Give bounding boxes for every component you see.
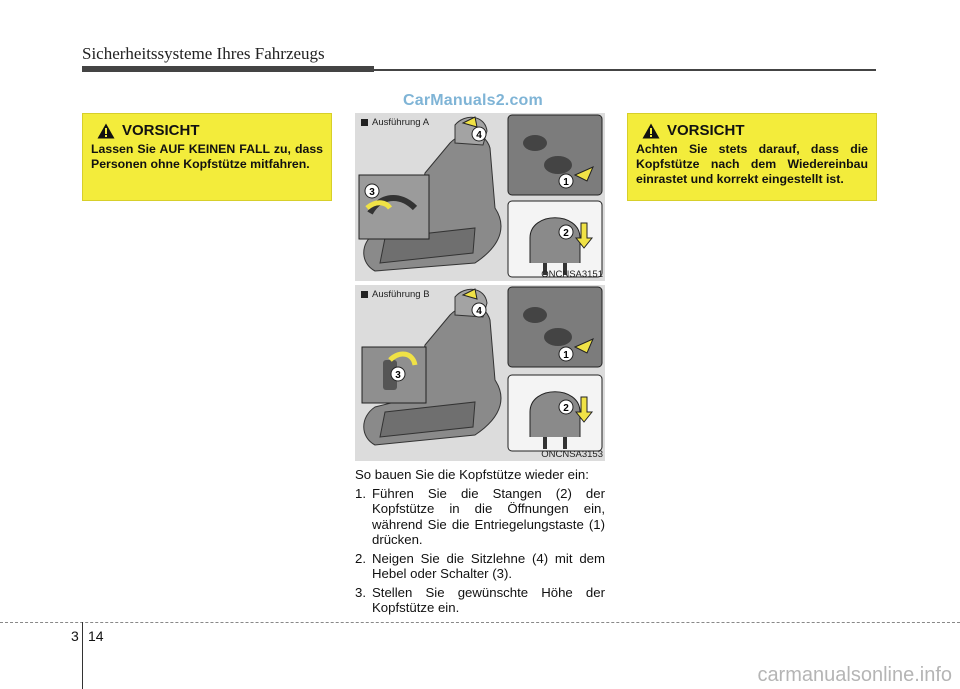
callout-2: 2 [563, 403, 569, 414]
callout-1: 1 [563, 350, 569, 361]
seat-illustration-b: 4 3 1 2 [361, 286, 603, 452]
callout-3: 3 [369, 187, 375, 198]
figure-code: ONCNSA3151 [541, 269, 603, 280]
caution-text: Lassen Sie AUF KEINEN FALL zu, dass Pers… [91, 142, 323, 171]
caution-title: VORSICHT [667, 122, 745, 139]
callout-4: 4 [476, 130, 482, 141]
seat-illustration-a: 4 3 1 2 [358, 114, 603, 278]
figure-label: Ausführung A [361, 117, 429, 128]
callout-2: 2 [563, 228, 569, 239]
page-number: 14 [88, 628, 104, 644]
figure-variant-a: 4 3 1 2 Ausführung A ONCNSA3151 [355, 113, 605, 281]
caution-text: Achten Sie stets darauf, dass die Kopfst… [636, 142, 868, 186]
warning-icon [642, 123, 660, 138]
header-rule-thick [82, 66, 374, 72]
chapter-number: 3 [71, 628, 79, 644]
callout-4: 4 [476, 306, 482, 317]
caution-box-right: VORSICHT Achten Sie stets darauf, dass d… [627, 113, 877, 201]
footer-rule [0, 622, 960, 623]
site-watermark: carmanualsonline.info [757, 664, 952, 686]
page-header-title: Sicherheitssysteme Ihres Fahrzeugs [82, 44, 325, 63]
step-item: 2.Neigen Sie die Sitzlehne (4) mit dem H… [355, 550, 605, 582]
callout-1: 1 [563, 177, 569, 188]
figure-variant-b: 4 3 1 2 Ausführung B ONCNSA3153 [355, 285, 605, 461]
figure-label: Ausführung B [361, 289, 430, 300]
instructions-steps: 1.Führen Sie die Stangen (2) der Kopfstü… [355, 486, 605, 616]
watermark: CarManuals2.com [403, 92, 543, 109]
instructions-intro: So bauen Sie die Kopfstütze wieder ein: [355, 467, 589, 482]
footer-divider [82, 622, 83, 689]
header-rule-thin [374, 69, 876, 71]
instructions: So bauen Sie die Kopfstütze wieder ein: … [355, 467, 605, 619]
step-item: 1.Führen Sie die Stangen (2) der Kopfstü… [355, 485, 605, 548]
warning-icon [97, 123, 115, 138]
callout-3: 3 [395, 370, 401, 381]
caution-box-left: VORSICHT Lassen Sie AUF KEINEN FALL zu, … [82, 113, 332, 201]
step-item: 3.Stellen Sie gewünschte Höhe der Kopfst… [355, 584, 605, 616]
caution-title: VORSICHT [122, 122, 200, 139]
figure-code: ONCNSA3153 [541, 449, 603, 460]
